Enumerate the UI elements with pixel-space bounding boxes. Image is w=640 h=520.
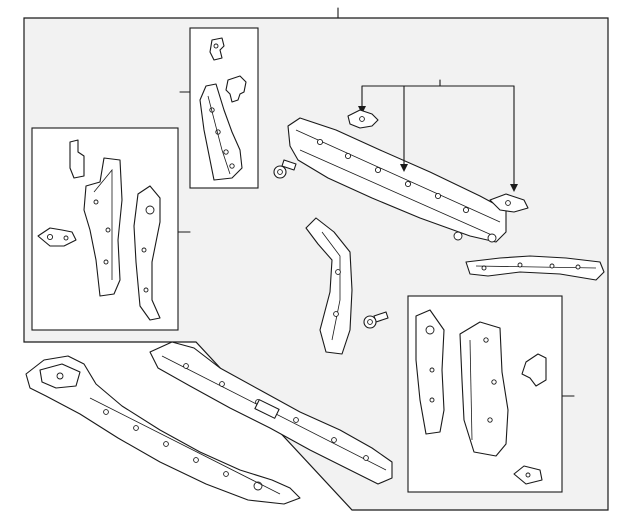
right-group-box xyxy=(407,295,575,493)
bolt-part-lower xyxy=(363,311,389,329)
center-vertical-support xyxy=(305,217,353,355)
clip-part xyxy=(225,75,247,103)
upper-tie-bar xyxy=(287,117,507,243)
right-outer-side-panel xyxy=(415,309,445,435)
lower-frame xyxy=(25,355,301,505)
inner-side-panel xyxy=(83,157,123,297)
tab-part xyxy=(69,139,85,179)
bracket-group-box xyxy=(179,27,259,189)
callout-leaders xyxy=(358,79,518,192)
left-group-box xyxy=(31,127,191,331)
clip-bracket-part xyxy=(37,227,77,247)
right-tab-part xyxy=(521,353,547,387)
bolt-part-upper xyxy=(273,159,297,179)
small-bracket-part xyxy=(209,37,225,61)
outer-side-panel xyxy=(133,185,161,321)
lower-tie-bar xyxy=(149,341,393,485)
lower-right-bar xyxy=(465,255,605,281)
